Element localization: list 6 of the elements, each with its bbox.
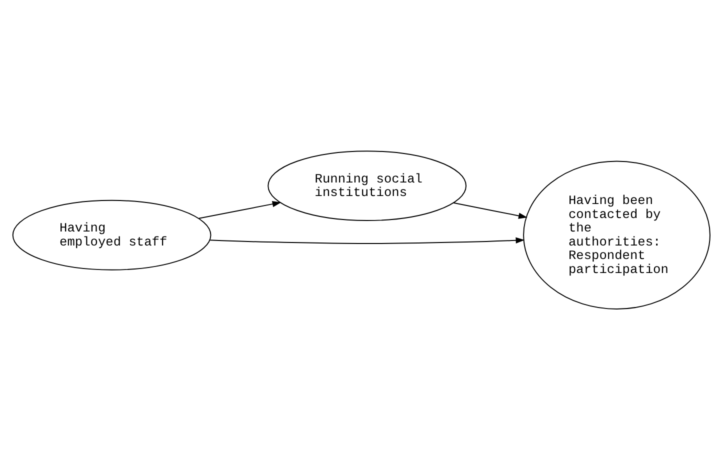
- node-ellipse: Having been contacted by the authorities: Respondent participation: [523, 160, 710, 310]
- arrow: [453, 202, 528, 219]
- node-ellipse: Running social institutions: [268, 150, 467, 222]
- arrow: [210, 237, 525, 244]
- arrow: [198, 200, 282, 219]
- node-ellipse: Having employed staff: [12, 200, 212, 270]
